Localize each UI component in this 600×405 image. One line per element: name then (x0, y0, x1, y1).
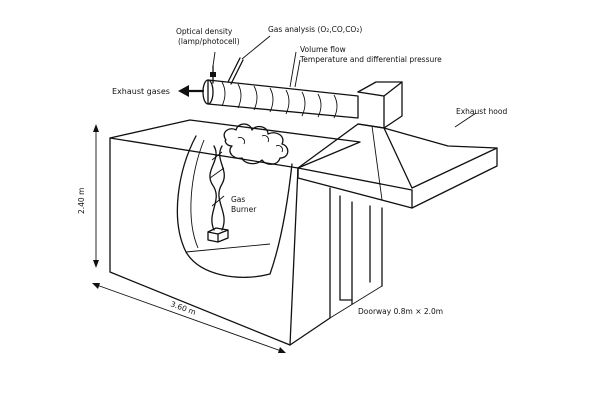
label-exhaust-hood: Exhaust hood (456, 107, 507, 116)
exhaust-arrow (178, 85, 205, 97)
hood-box (357, 81, 403, 129)
cutaway-opening (176, 135, 293, 278)
leader-lines (212, 35, 477, 128)
exhaust-duct (202, 79, 359, 119)
label-doorway: Doorway 0.8m × 2.0m (358, 307, 443, 316)
label-volume-flow: Volume flow (300, 45, 346, 54)
label-gas-analysis: Gas analysis (O₂,CO,CO₂) (268, 25, 362, 34)
label-exhaust-gases: Exhaust gases (112, 87, 170, 96)
gas-burner (207, 227, 229, 243)
label-gas: Gas (231, 195, 245, 204)
label-temp-pressure: Temperature and differential pressure (299, 55, 442, 64)
label-burner: Burner (231, 205, 257, 214)
label-optical-density-2: (lamp/photocell) (178, 37, 240, 46)
probes (210, 57, 244, 85)
exhaust-hood (297, 123, 498, 209)
height-dimension (93, 124, 99, 268)
length-dimension (92, 283, 286, 353)
flame (209, 145, 225, 231)
label-optical-density-1: Optical density (176, 27, 233, 36)
label-height: 2.40 m (77, 188, 86, 214)
fire-room (109, 119, 383, 346)
smoke-cloud (223, 123, 289, 165)
